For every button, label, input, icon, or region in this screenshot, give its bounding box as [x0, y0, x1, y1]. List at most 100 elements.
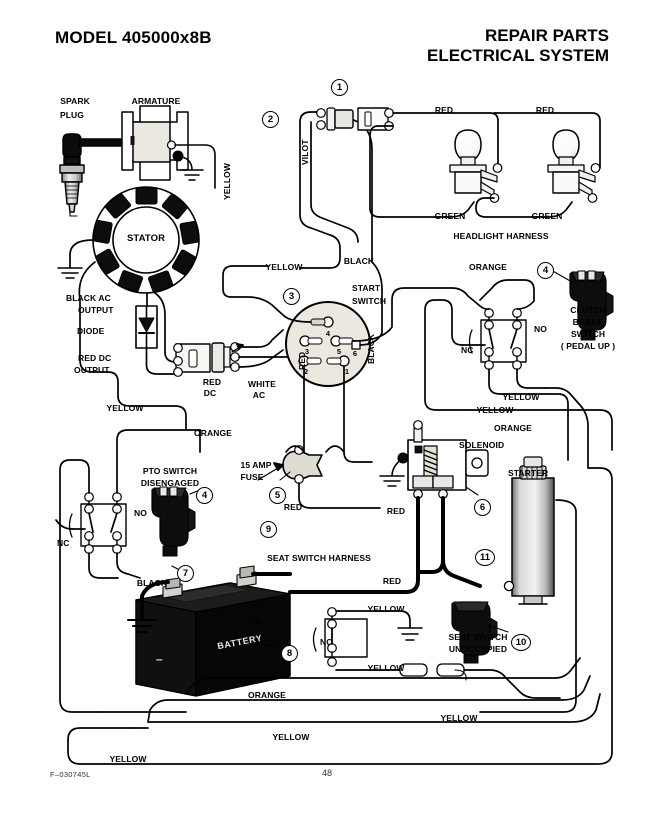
label-seat-switch-harness: SEAT SWITCH HARNESS	[267, 553, 371, 563]
label-red-dc-output-line2: OUTPUT	[74, 365, 110, 375]
callout-11[interactable]: 11	[475, 549, 495, 566]
starter-component	[479, 456, 577, 713]
label-clutch-brake-line3: SWITCH	[570, 329, 606, 339]
wire-label-red: RED	[297, 351, 307, 370]
wire-label-yellow: YELLOW	[109, 754, 147, 764]
page-title-electrical-system: ELECTRICAL SYSTEM	[427, 46, 609, 65]
wire-label-yellow: YELLOW	[367, 604, 405, 614]
stator-component	[57, 186, 200, 373]
start-switch-pin-3: 3	[304, 347, 310, 356]
footer-page-number: 48	[322, 768, 333, 778]
wire-label-yellow: YELLOW	[502, 392, 540, 402]
callout-8[interactable]: 8	[281, 645, 298, 662]
wire-label-green: GREEN	[434, 211, 466, 221]
label-diode: DIODE	[77, 326, 105, 336]
seat-switch-schematic	[312, 607, 561, 699]
wire-label-yellow: YELLOW	[367, 663, 405, 673]
callout-6[interactable]: 6	[474, 499, 491, 516]
label-black-ac-output-line2: OUTPUT	[78, 305, 114, 315]
wire-label-black: BLACK	[366, 333, 376, 364]
wire-label-yellow: YELLOW	[265, 262, 303, 272]
wire-label-red: RED	[535, 105, 555, 115]
label-seat-switch-line1: SEAT SWITCH	[448, 632, 508, 642]
label-battery-minus: –	[156, 652, 163, 666]
bottom-harness-wires	[67, 371, 613, 765]
clutch-brake-switch-pictorial	[550, 269, 614, 341]
start-switch-component	[222, 115, 453, 463]
label-black-ac-output-line1: BLACK AC	[66, 293, 111, 303]
headlight-bulb-left	[449, 129, 503, 203]
wire-label-orange: ORANGE	[248, 690, 286, 700]
label-headlight-harness: HEADLIGHT HARNESS	[453, 231, 549, 241]
label-battery-plus: +	[254, 615, 262, 629]
page-title-model: MODEL 405000x8B	[55, 28, 212, 47]
wire-label-yellow: YELLOW	[476, 405, 514, 415]
connector-left	[173, 329, 290, 377]
footer-document-code: F–030745L	[50, 770, 91, 779]
callout-5[interactable]: 5	[269, 487, 286, 504]
callout-7[interactable]: 7	[177, 565, 194, 582]
wire-label-green: GREEN	[531, 211, 563, 221]
clutch-brake-switch-schematic	[424, 279, 569, 416]
label-pto-switch-line1: PTO SWITCH	[142, 466, 198, 476]
label-start-switch-line2: SWITCH	[352, 296, 387, 306]
label-red-dc-line2: DC	[203, 388, 217, 398]
start-switch-pin-5: 5	[336, 347, 342, 356]
callout-2[interactable]: 2	[262, 111, 279, 128]
callout-4[interactable]: 4	[537, 262, 554, 279]
pto-switch-pictorial	[151, 486, 206, 557]
label-clutch-brake-line2: BRAKE	[572, 317, 604, 327]
wire-label-yellow: YELLOW	[106, 403, 144, 413]
label-stator: STATOR	[126, 233, 166, 244]
start-switch-pin-6: 6	[352, 349, 358, 358]
label-start-switch-line1: START	[352, 283, 381, 293]
label-nc-seat: NC	[320, 637, 333, 647]
wire-label-orange: ORANGE	[469, 262, 507, 272]
label-spark-plug-line1: SPARK	[60, 96, 90, 106]
label-fuse-line2: FUSE	[240, 472, 264, 482]
wire-label-black: BLACK	[343, 256, 375, 266]
label-clutch-brake-line1: CLUTCH	[570, 305, 606, 315]
solenoid-component	[288, 420, 489, 594]
label-starter: STARTER	[508, 468, 549, 478]
label-fuse-line1: 15 AMP	[240, 460, 272, 470]
callout-10[interactable]: 10	[511, 634, 531, 651]
label-white-ac-line2: AC	[252, 390, 266, 400]
label-spark-plug-line2: PLUG	[59, 110, 85, 120]
spark-plug-component	[59, 133, 125, 217]
label-red-dc-line1: RED	[202, 377, 222, 387]
page-title-repair-parts: REPAIR PARTS	[484, 26, 609, 45]
callout-1[interactable]: 1	[331, 79, 348, 96]
label-red-dc-output-line1: RED DC	[78, 353, 112, 363]
wire-label-orange: ORANGE	[494, 423, 532, 433]
wire-label-black: BLACK	[136, 578, 168, 588]
callout-3[interactable]: 3	[283, 288, 300, 305]
armature-component	[121, 105, 216, 189]
label-armature: ARMATURE	[131, 96, 181, 106]
wire-label-yellow: YELLOW	[272, 732, 310, 742]
headlight-harness-component	[299, 107, 601, 269]
label-no-clutch: NO	[534, 324, 547, 334]
wire-label-red: RED	[434, 105, 454, 115]
pto-switch-schematic	[55, 429, 201, 713]
label-no-pto: NO	[134, 508, 147, 518]
wire-label-red: RED	[382, 576, 402, 586]
start-switch-pin-2: 2	[303, 367, 309, 376]
label-solenoid: SOLENOID	[459, 440, 505, 450]
headlight-bulb-right	[547, 129, 601, 203]
wire-label-orange: ORANGE	[194, 428, 232, 438]
seat-switch-pictorial	[451, 601, 509, 664]
label-pto-switch-line2: DISENGAGED	[140, 478, 200, 488]
wire-label-red: RED	[283, 502, 303, 512]
diode-component	[135, 292, 177, 375]
start-switch-pin-1: 1	[344, 367, 350, 376]
start-switch-pin-4: 4	[325, 329, 331, 338]
callout-4[interactable]: 4	[196, 487, 213, 504]
wire-label-yellow: YELLOW	[440, 713, 478, 723]
wire-label-vilot: VILOT	[300, 139, 310, 165]
label-clutch-brake-line4: ( PEDAL UP )	[560, 341, 616, 351]
label-seat-switch-line2: UNOCCUPIED	[448, 644, 508, 654]
callout-9[interactable]: 9	[260, 521, 277, 538]
